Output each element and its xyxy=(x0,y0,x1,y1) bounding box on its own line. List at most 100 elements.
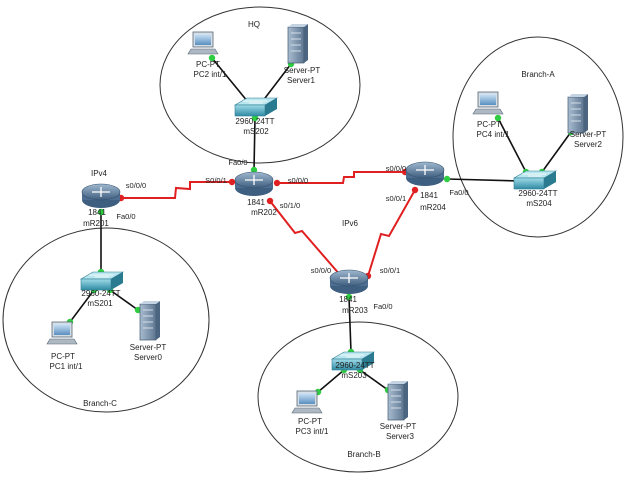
branch-c-area-label: Branch-C xyxy=(83,399,117,408)
server-server0[interactable] xyxy=(139,301,160,341)
hq-area-boundary xyxy=(159,6,361,164)
devices-layer xyxy=(46,24,588,421)
server-model-label: Server-PT xyxy=(380,422,417,431)
link-endpoint-ms201-server0-b xyxy=(134,306,142,314)
router-icon xyxy=(234,171,274,196)
server-model-label: Server-PT xyxy=(130,343,167,352)
switch-icon xyxy=(79,271,125,291)
switch-ms203[interactable] xyxy=(330,351,376,371)
hq-area-label: HQ xyxy=(248,20,260,29)
interface-label-mr201-s000: s0/0/0 xyxy=(126,181,146,190)
pc-model-label: PC-PT xyxy=(51,352,75,361)
area-layer xyxy=(2,6,624,473)
link-endpoint-ms202-pc2-b xyxy=(208,54,216,62)
interface-label-mr204-s001: s0/0/1 xyxy=(386,194,406,203)
link-endpoint-mr201-mr202-b xyxy=(228,178,236,186)
server-icon xyxy=(387,381,408,421)
server-name-label: Server3 xyxy=(386,432,415,441)
server-name-label: Server2 xyxy=(574,140,603,149)
server-name-label: Server1 xyxy=(287,76,316,85)
link-mr204-ms204 xyxy=(446,178,521,182)
pc-pc4[interactable] xyxy=(472,91,504,115)
link-ms203-server3 xyxy=(359,369,389,391)
server-icon xyxy=(139,301,160,341)
pc-model-label: PC-PT xyxy=(298,417,322,426)
branch-b-area-boundary xyxy=(257,321,459,473)
branch-a-area-boundary xyxy=(452,36,624,238)
router-icon xyxy=(329,269,369,294)
switch-ms202[interactable] xyxy=(233,97,279,117)
link-ms204-server2 xyxy=(541,131,572,173)
link-endpoint-mr202-ms202-a xyxy=(250,166,258,174)
pc-name-label: PC4 int/1 xyxy=(477,130,510,139)
link-mr202-mr204 xyxy=(277,171,405,184)
switch-model-label: 2960-24TT xyxy=(335,361,374,370)
interface-label-mr204-s000: s0/0/0 xyxy=(386,164,406,173)
pc-name-label: PC3 int/1 xyxy=(296,427,329,436)
link-endpoint-mr202-ms202-b xyxy=(251,114,259,122)
link-ms203-pc3 xyxy=(317,369,345,393)
switch-name-label: mS202 xyxy=(243,127,269,136)
pc-name-label: PC2 int/1 xyxy=(194,70,227,79)
interface-label-mr202-s010: s0/1/0 xyxy=(280,201,300,210)
interface-label-mr204-fa00: Fa0/0 xyxy=(449,188,468,197)
branch-b-area-label: Branch-B xyxy=(347,450,380,459)
server-name-label: Server0 xyxy=(134,353,163,362)
pc-icon xyxy=(472,91,504,115)
link-ms204-pc4 xyxy=(497,117,527,173)
switch-ms201[interactable] xyxy=(79,271,125,291)
server-server2[interactable] xyxy=(567,94,588,134)
router-mr203[interactable] xyxy=(329,269,369,294)
router-model-label: 1841 xyxy=(247,198,265,207)
link-mr203-ms203 xyxy=(348,296,352,353)
router-model-label: 1841 xyxy=(88,208,106,217)
pc-model-label: PC-PT xyxy=(196,60,220,69)
link-endpoint-ms204-pc4-b xyxy=(494,114,502,122)
pc-icon xyxy=(291,390,323,414)
branch-c-area-boundary xyxy=(2,227,210,413)
switch-model-label: 2960-24TT xyxy=(235,117,274,126)
link-mr201-mr202 xyxy=(121,181,232,199)
router-mr204[interactable] xyxy=(405,161,445,186)
link-endpoint-mr204-ms204-a xyxy=(443,175,451,183)
pc-model-label: PC-PT xyxy=(477,120,501,129)
server-server3[interactable] xyxy=(387,381,408,421)
switch-ms204[interactable] xyxy=(512,170,558,190)
interface-label-mr202-s001: S0/0/1 xyxy=(205,176,227,185)
switch-name-label: mS201 xyxy=(87,299,113,308)
router-name-label: mR202 xyxy=(251,208,277,217)
switch-name-label: mS204 xyxy=(526,199,552,208)
interface-label-mr203-fa00: Fa0/0 xyxy=(373,302,392,311)
interface-label-mr201-fa00: Fa0/0 xyxy=(116,212,135,221)
link-ms202-server1 xyxy=(261,63,292,103)
link-mr202-ms202 xyxy=(253,117,256,171)
server-icon xyxy=(287,24,308,64)
ipv6-note: IPv6 xyxy=(342,219,359,228)
router-mr202[interactable] xyxy=(234,171,274,196)
links-layer xyxy=(69,57,572,393)
labels-layer: HQBranch-ABranch-BBranch-CIPv4IPv61841mR… xyxy=(50,20,607,459)
pc-pc2[interactable] xyxy=(187,31,219,55)
pc-pc3[interactable] xyxy=(291,390,323,414)
interface-label-mr202-s000: s0/0/0 xyxy=(288,176,308,185)
router-model-label: 1841 xyxy=(420,191,438,200)
link-mr202-mr203 xyxy=(269,200,342,277)
router-name-label: mR201 xyxy=(83,219,109,228)
switch-icon xyxy=(330,351,376,371)
switch-name-label: mS203 xyxy=(341,371,367,380)
ipv4-note: IPv4 xyxy=(91,169,108,178)
pc-icon xyxy=(187,31,219,55)
server-server1[interactable] xyxy=(287,24,308,64)
link-ms201-server0 xyxy=(109,289,139,311)
pc-icon xyxy=(46,321,78,345)
link-endpoint-mr202-mr204-a xyxy=(273,179,281,187)
interface-label-mr203-s000: s0/0/0 xyxy=(311,266,331,275)
pc-name-label: PC1 int/1 xyxy=(50,362,83,371)
router-mr201[interactable] xyxy=(81,183,121,208)
link-endpoint-mr203-ms203-a xyxy=(345,293,353,301)
link-endpoint-mr201-ms201-a xyxy=(97,208,105,216)
switch-icon xyxy=(512,170,558,190)
pc-pc1[interactable] xyxy=(46,321,78,345)
